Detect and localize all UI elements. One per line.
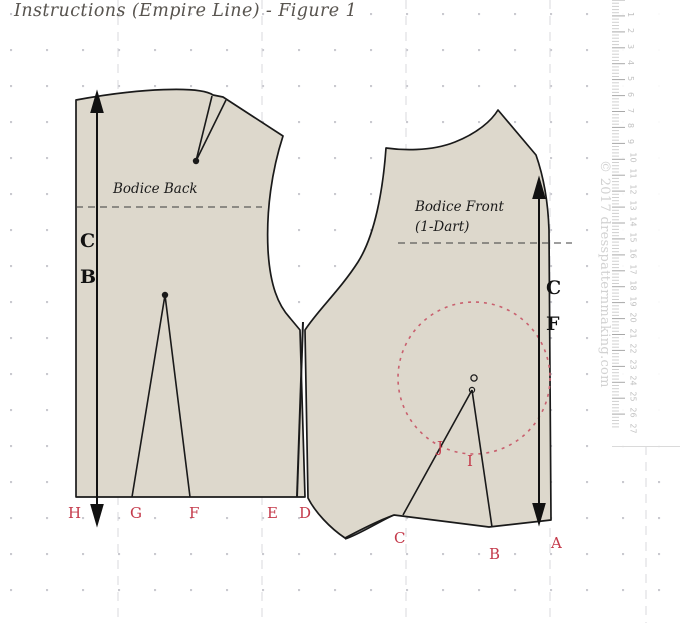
center-seam-line — [296, 321, 304, 498]
point-marker-i: I — [467, 452, 473, 470]
ruler-tick-number: 21 — [628, 327, 638, 339]
ruler-tick-number: 20 — [628, 311, 638, 323]
ruler-tick-number: 27 — [628, 423, 638, 434]
ruler-tick-number: 10 — [628, 152, 638, 163]
bust-circle — [397, 301, 551, 455]
ruler-tick-number: 6 — [626, 91, 636, 97]
front-waist-dart-apex-dot — [468, 386, 476, 394]
bodice-back-shape — [75, 88, 306, 498]
ruler-tick-number: 1 — [626, 11, 636, 17]
point-marker-c: C — [394, 529, 406, 547]
back-shoulder-dart-apex-dot — [192, 157, 200, 165]
ruler-tick-number: 2 — [626, 27, 636, 33]
ruler-tick-number: 9 — [626, 139, 636, 145]
point-marker-e: E — [267, 504, 278, 522]
center-front-grainline-arrow — [532, 175, 546, 527]
ruler-tick-number: 25 — [628, 391, 638, 402]
center-back-letter-c: C — [80, 230, 96, 252]
ruler-tick-number: 13 — [628, 200, 638, 211]
ruler-tick-number: 16 — [628, 248, 638, 259]
ruler-tick-number: 19 — [628, 296, 638, 307]
ruler-tick-number: 7 — [626, 107, 636, 113]
center-back-grainline-arrow — [90, 89, 104, 528]
back-waist-dart-apex-dot — [161, 291, 169, 299]
ruler-tick-number: 24 — [628, 375, 638, 386]
ruler-tick-number: 23 — [628, 359, 638, 370]
center-front-letter-f: F — [546, 313, 560, 335]
front-waist-dart — [402, 389, 493, 528]
ruler-tick-number: 12 — [628, 184, 638, 195]
bust-point-marker — [470, 374, 478, 382]
point-marker-g: G — [130, 504, 142, 522]
point-marker-b: B — [489, 545, 501, 563]
point-marker-h: H — [68, 504, 82, 522]
ruler-tick-number: 5 — [626, 75, 636, 81]
ruler-tick-number: 22 — [628, 343, 638, 355]
ruler-tick-number: 17 — [628, 264, 638, 275]
ruler-tick-number: 15 — [628, 232, 638, 243]
ruler-tick-number: 4 — [626, 59, 636, 65]
point-marker-f: F — [189, 504, 200, 522]
bodice-front-shape — [304, 109, 552, 539]
bodice-back-label: Bodice Back — [113, 181, 198, 197]
ruler-tick-number: 14 — [628, 216, 638, 227]
ruler-tick-number: 26 — [628, 407, 638, 418]
center-front-letter-c: C — [546, 277, 562, 299]
point-marker-j: J — [437, 438, 444, 456]
front-hem-curve — [344, 514, 395, 540]
ruler-tick-number: 18 — [628, 280, 638, 291]
ruler-ticks — [612, 0, 625, 428]
ruler-tick-number: 8 — [626, 123, 636, 129]
ruler-tick-number: 11 — [628, 168, 638, 179]
page-title: Instructions (Empire Line) - Figure 1 — [14, 1, 358, 21]
ruler-tick-number: 3 — [626, 43, 636, 49]
center-back-letter-b: B — [80, 266, 97, 288]
copyright-watermark: © 2017 dresspatternmaking.com — [597, 160, 612, 388]
back-waist-dart — [131, 294, 191, 498]
point-marker-d: D — [299, 504, 312, 522]
bodice-front-label: Bodice Front (1-Dart) — [415, 199, 504, 235]
point-marker-a: A — [551, 534, 562, 552]
